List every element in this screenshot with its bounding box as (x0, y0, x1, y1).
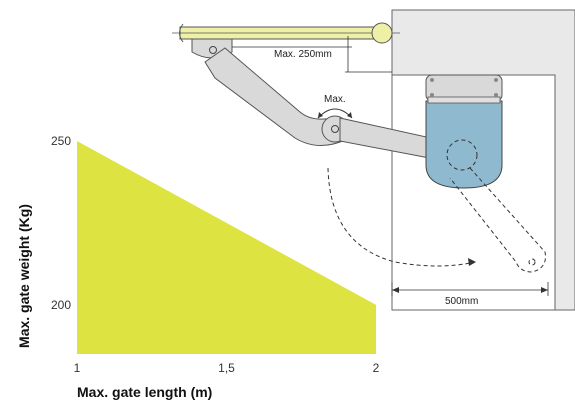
x-tick-label: 1,5 (218, 361, 235, 375)
actuator-unit (425, 74, 503, 189)
rotation-arrow-head-r (347, 112, 352, 118)
gate-end-arrow (179, 23, 184, 43)
chart-area-fill (77, 141, 376, 354)
y-tick-label: 250 (51, 134, 71, 148)
screw-bl (430, 93, 434, 97)
mechanism-drawing: Max. 250mm Max. (172, 9, 575, 311)
actuator-band (427, 96, 501, 104)
rotation-arrow-head-l (318, 112, 323, 118)
swing-arc (327, 167, 476, 267)
screw-br (494, 93, 498, 97)
swing-arc-head (468, 258, 476, 266)
bracket-pin (209, 46, 217, 54)
rotation-label: Max. (324, 94, 346, 105)
weight-length-chart: 250 200 1 1,5 2 Max. gate length (m) Max… (16, 134, 380, 400)
dim-500-head-l (392, 287, 399, 293)
depth-label: 500mm (445, 296, 478, 307)
elbow-pin (331, 125, 339, 133)
x-axis-title: Max. gate length (m) (77, 384, 212, 400)
screw-tl (430, 78, 434, 82)
open-arm-ghost (446, 139, 546, 273)
y-axis-title: Max. gate weight (Kg) (16, 204, 32, 348)
y-tick-label: 200 (51, 298, 71, 312)
x-tick-label: 1 (74, 361, 81, 375)
screw-tr (494, 78, 498, 82)
x-tick-label: 2 (373, 361, 380, 375)
dim-500-head-r (541, 287, 548, 293)
gate-hinge (371, 22, 393, 44)
max-offset-label: Max. 250mm (274, 49, 332, 60)
actuator-body (425, 100, 503, 189)
